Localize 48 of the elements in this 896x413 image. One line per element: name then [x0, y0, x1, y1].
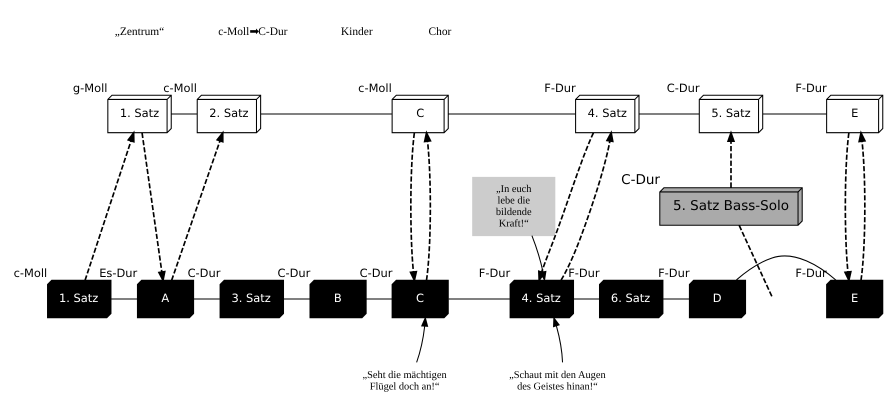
- arrow: [560, 130, 614, 281]
- label: Chor: [428, 26, 452, 38]
- arrow: [553, 316, 564, 362]
- connector: [448, 298, 510, 300]
- connector: [574, 298, 600, 300]
- node-label: c-Moll: [14, 266, 48, 280]
- label: „Zentrum“: [114, 26, 164, 38]
- arrow: [416, 316, 428, 363]
- arrow: [84, 130, 135, 281]
- connector: [448, 113, 576, 114]
- node-label: C-Dur: [666, 80, 700, 95]
- node-box: „In euch lebe die bildende Kraft!“: [472, 176, 556, 236]
- node-label: c-Moll: [358, 80, 392, 95]
- node-label: C-Dur: [621, 172, 660, 188]
- label: c-Moll➡C-Dur: [218, 26, 288, 38]
- node-label: F-Dur: [568, 266, 600, 280]
- connector: [171, 113, 197, 114]
- node-label: F-Dur: [795, 80, 827, 95]
- connector: [639, 113, 700, 114]
- node-label: F-Dur: [544, 80, 576, 95]
- node-label: C-Dur: [360, 266, 392, 280]
- connector: [736, 255, 836, 280]
- connector: [260, 113, 392, 114]
- node-label: F-Dur: [478, 266, 510, 280]
- node-label: Es-Dur: [99, 266, 138, 280]
- arrow: [844, 132, 852, 283]
- arrow: [726, 130, 736, 188]
- arrow: [141, 132, 166, 283]
- connector: [366, 298, 392, 300]
- connector: [762, 113, 826, 114]
- connector: [738, 225, 774, 298]
- connector: [194, 298, 220, 300]
- connector: [284, 298, 310, 300]
- node-label: C-Dur: [188, 266, 220, 280]
- arrow: [409, 132, 418, 283]
- connector: [111, 298, 138, 300]
- arrow: [170, 130, 224, 281]
- connector: [663, 298, 690, 300]
- label: Kinder: [340, 26, 373, 38]
- arrow: [424, 130, 432, 280]
- node-label: C-Dur: [277, 266, 310, 280]
- node-label: F-Dur: [658, 266, 690, 280]
- arrow: [858, 130, 866, 280]
- node-text: „Seht die mächtigen Flügel doch an!“: [362, 370, 447, 392]
- node-label: F-Dur: [795, 266, 827, 280]
- node-text: „Schaut mit den Augen des Geistes hinan!“: [509, 370, 606, 392]
- node-label: c-Moll: [163, 80, 197, 95]
- node-label: g-Moll: [72, 80, 108, 95]
